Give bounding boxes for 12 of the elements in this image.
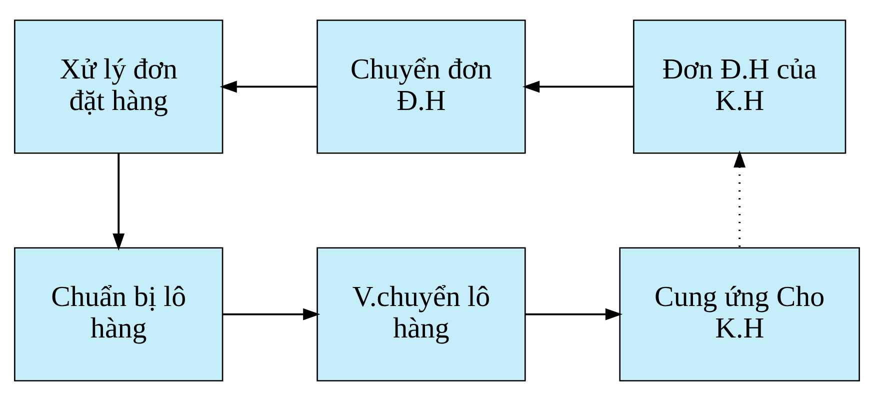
node-box: Đơn Đ.H của K.H: [632, 20, 846, 154]
arrow: [112, 153, 124, 251]
node-box: Xử lý đơn đặt hàng: [14, 20, 223, 154]
arrow: [219, 80, 317, 93]
arrow: [733, 150, 746, 248]
arrow: [522, 80, 633, 93]
node-box: Cung ứng Cho K.H: [618, 247, 860, 382]
arrow: [524, 308, 622, 320]
node-box: V.chuyển lô hàng: [316, 247, 526, 382]
node-box: Chuẩn bị lô hàng: [14, 247, 223, 382]
node-box: Chuyển đơn Đ.H: [316, 20, 526, 154]
arrow: [222, 308, 320, 320]
